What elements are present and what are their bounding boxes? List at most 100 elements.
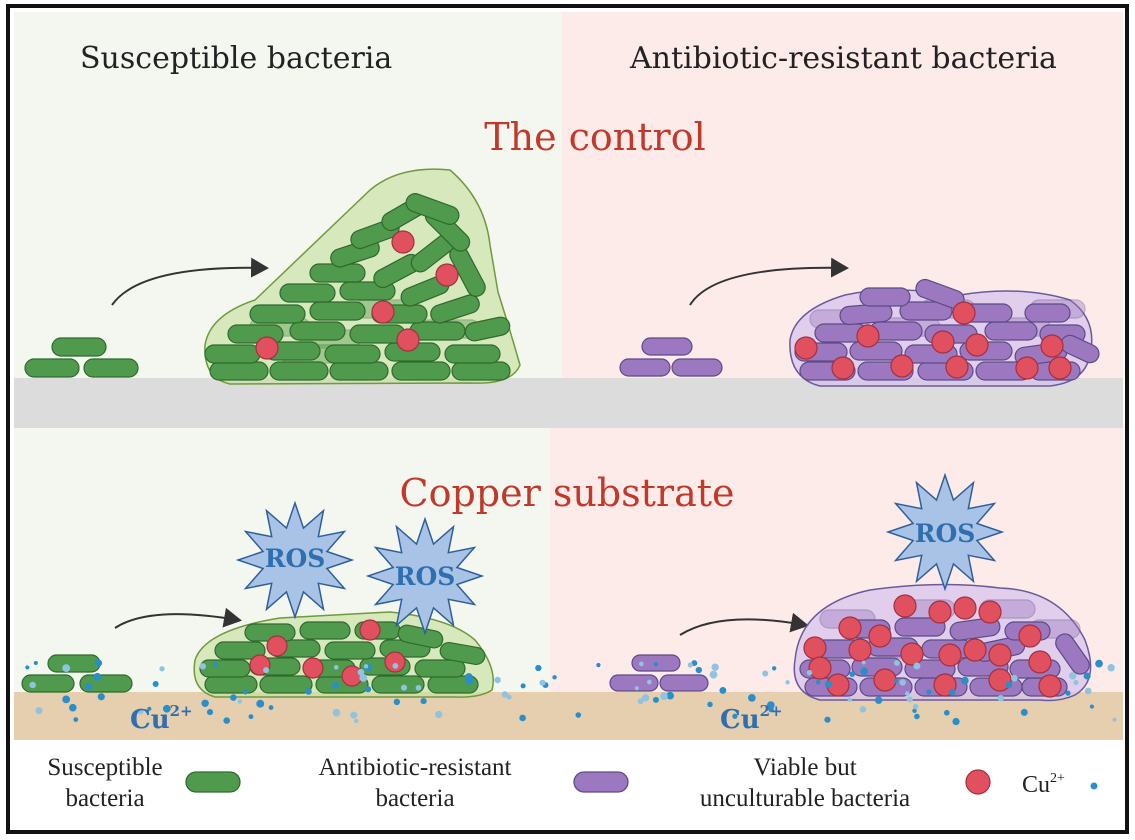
vbnc-cell: [928, 600, 952, 624]
susceptible-rod: [464, 316, 511, 342]
copper-ion-dot: [1084, 687, 1092, 695]
copper-ion-dot: [646, 679, 652, 685]
legend-copper-ion-dot-icon: [1090, 782, 1098, 790]
copper-ion-dot: [849, 671, 856, 677]
copper-ion-dot: [520, 683, 526, 689]
vbnc-cell: [868, 624, 892, 648]
resistant-rod: [671, 358, 723, 377]
vbnc-cells: [249, 230, 1072, 698]
copper-ion-dot: [223, 717, 230, 724]
vbnc-cell: [873, 668, 897, 692]
resistant-rod: [949, 617, 1001, 641]
arrow-copper-susceptible: [114, 607, 242, 629]
title-control: The control: [484, 115, 706, 159]
vbnc-cell: [945, 355, 969, 379]
copper-ion-dot: [263, 667, 270, 674]
copper-ion-dot: [363, 664, 369, 669]
vbnc-cell: [1048, 356, 1072, 380]
susceptible-rod: [439, 641, 486, 666]
copper-ion-dot: [893, 659, 900, 666]
vbnc-cell: [893, 594, 917, 618]
copper-ion-dot: [137, 708, 144, 715]
copper-ion-dot: [465, 676, 474, 685]
legend-resistant-line2: bacteria: [375, 785, 454, 812]
copper-ions: [25, 659, 1117, 726]
susceptible-rod: [47, 654, 101, 673]
vbnc-cell: [900, 642, 924, 666]
vbnc-cell: [988, 668, 1012, 692]
copper-ion-dot: [400, 684, 408, 691]
copper-ion-dot: [1083, 672, 1091, 680]
copper-ion-dot: [711, 663, 719, 671]
copper-ion-dot: [501, 691, 509, 698]
copper-ion-label-left: Cu2+: [130, 702, 193, 735]
copper-ion-dot: [1011, 674, 1018, 682]
copper-ion-dot: [33, 660, 38, 666]
copper-ion-dot: [952, 717, 960, 726]
ros-burst-2: ROS: [365, 516, 485, 636]
copper-ion-dot: [84, 682, 93, 691]
copper-ion-dot: [768, 706, 774, 713]
susceptible-rod: [204, 344, 261, 364]
copper-ion-dot: [333, 665, 339, 670]
susceptible-rod: [444, 344, 501, 364]
vbnc-cell: [384, 651, 406, 673]
susceptible-rod: [21, 674, 75, 693]
copper-ion-dot: [913, 662, 921, 670]
susceptible-rod: [24, 358, 80, 378]
copper-ion-dot: [904, 691, 910, 697]
legend-red-cell-icon: [965, 769, 991, 795]
copper-ion-dot: [519, 714, 526, 722]
ros-burst-1: ROS: [235, 500, 355, 620]
copper-ion-dot: [147, 706, 152, 711]
copper-ion-dot: [660, 692, 668, 701]
vbnc-cell: [1038, 674, 1062, 698]
copper-ion-dot: [73, 717, 79, 722]
copper-ion-dot: [899, 679, 906, 686]
copper-ion-dot: [393, 698, 401, 706]
vbnc-cell: [371, 300, 395, 324]
copper-ion-dot: [35, 707, 43, 715]
copper-ion-dot: [960, 676, 969, 685]
copper-ion-dot: [248, 714, 254, 720]
ros-label: ROS: [915, 519, 976, 548]
copper-ion-dot: [201, 699, 209, 708]
vbnc-cell: [890, 354, 914, 378]
susceptible-rod: [309, 301, 366, 321]
vbnc-cell: [978, 600, 1002, 624]
copper-ion-dot: [94, 659, 103, 667]
copper-ion-dot: [206, 709, 214, 716]
copper-ion-dot: [415, 685, 422, 691]
vbnc-cell: [953, 596, 977, 620]
legend-copper-ion-label: Cu2+: [1022, 771, 1065, 798]
vbnc-cell: [848, 638, 872, 662]
resistant-rod: [1055, 633, 1090, 675]
susceptible-rod: [269, 361, 329, 381]
copper-ion-dot: [1068, 672, 1077, 680]
copper-ion-dot: [25, 665, 30, 670]
resistant-rod: [849, 341, 903, 361]
copper-ion-dot: [62, 695, 71, 704]
copper-ion-dot: [1089, 704, 1094, 709]
susceptible-rod: [289, 321, 346, 341]
susceptible-rod: [299, 621, 351, 640]
susceptible-rod: [79, 674, 133, 693]
vbnc-cell: [1015, 356, 1039, 380]
copper-ion-dot: [707, 701, 713, 708]
resistant-rod: [859, 287, 911, 307]
copper-ion-dot: [1112, 717, 1117, 722]
copper-ion-dot: [691, 660, 698, 667]
copper-ion-dot: [152, 680, 159, 687]
copper-ion-dot: [943, 709, 950, 716]
resistant-rod: [659, 674, 709, 692]
copper-ion-dot: [997, 694, 1005, 702]
susceptible-rod: [279, 283, 336, 303]
copper-ion-dot: [912, 708, 917, 713]
title-copper-substrate: Copper substrate: [400, 471, 735, 515]
copper-ion-dot: [575, 712, 582, 718]
copper-ion-dot: [652, 696, 659, 703]
susceptible-rod: [451, 361, 511, 381]
legend-susceptible-line2: bacteria: [65, 785, 144, 812]
legend-susceptible-line1: Susceptible: [47, 754, 162, 781]
